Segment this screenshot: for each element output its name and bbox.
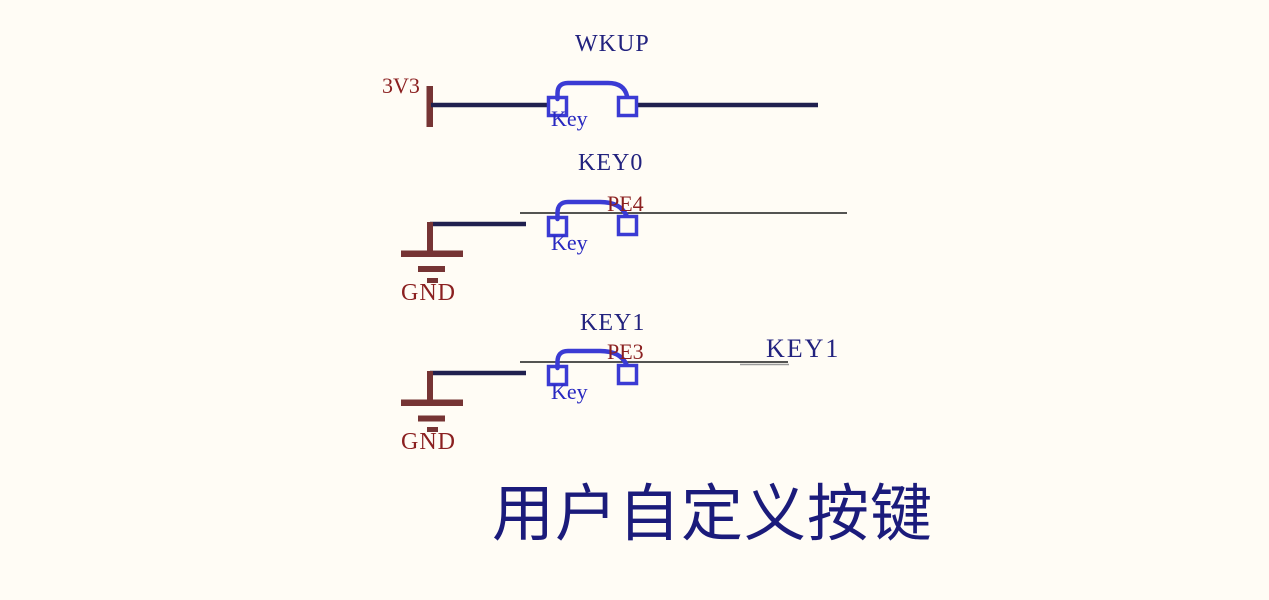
push-button-pad-right-icon: [616, 214, 639, 237]
gnd-label: GND: [401, 429, 456, 455]
gnd-bar1-icon: [401, 250, 463, 257]
power-3v3-label: 3V3: [382, 73, 420, 98]
key0-title: KEY0: [578, 150, 644, 176]
key-designator-label: Key: [551, 379, 588, 404]
schematic-caption: 用户自定义按键: [492, 481, 934, 549]
gnd-bar1-icon: [401, 399, 463, 406]
gnd-bar3-icon: [427, 278, 438, 283]
key1-net-label: KEY1: [766, 334, 841, 363]
gnd-label: GND: [401, 280, 456, 306]
gnd-bar3-icon: [427, 427, 438, 432]
push-button-arc-icon: [555, 199, 629, 222]
wkup-circuit: [426, 80, 818, 127]
push-button-pad-right-icon: [616, 95, 639, 118]
key-designator-label: Key: [551, 230, 588, 255]
push-button-arc-icon: [555, 348, 629, 371]
key-designator-label: Key: [551, 106, 588, 131]
key1-circuit: [401, 348, 789, 432]
key0-circuit: [401, 199, 847, 283]
key1-title: KEY1: [580, 310, 646, 336]
pe4-pin-label: PE4: [607, 191, 644, 216]
push-button-arc-icon: [555, 80, 630, 102]
gnd-bar2-icon: [418, 415, 445, 422]
gnd-bar2-icon: [418, 266, 445, 272]
wkup-title: WKUP: [575, 31, 650, 57]
pe3-pin-label: PE3: [607, 339, 644, 364]
push-button-pad-right-icon: [616, 363, 639, 386]
power-rail-3v3-icon: [426, 86, 433, 127]
